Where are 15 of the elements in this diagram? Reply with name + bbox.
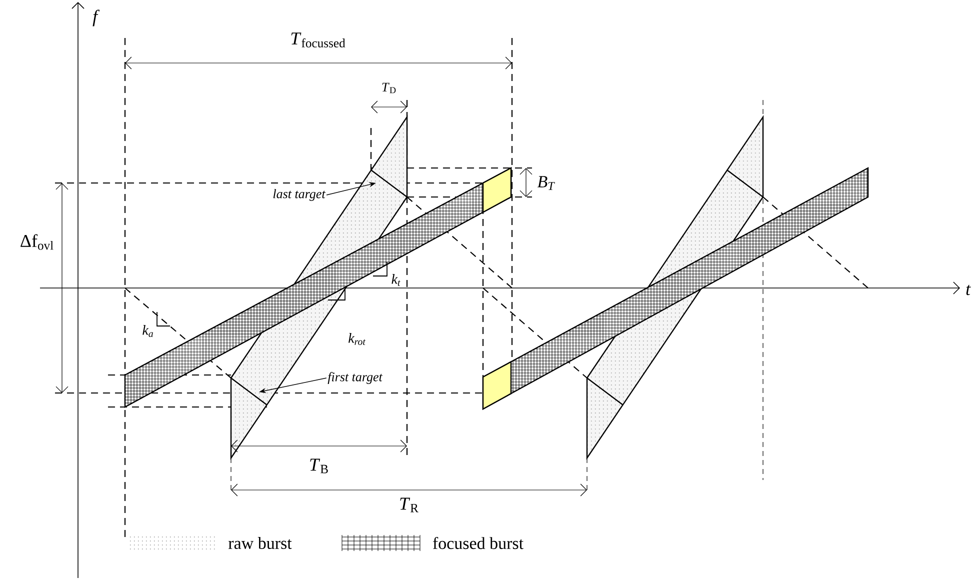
symbol-label: k$_{rot}$ <box>348 333 366 345</box>
target-label: first target <box>328 372 383 384</box>
symbol-label: f <box>92 10 100 26</box>
symbol-label: k$_{t}$ <box>392 274 400 286</box>
legend-label: raw burst <box>228 537 292 549</box>
legend-label: focused burst <box>432 536 524 550</box>
symbol-label: t <box>966 284 971 296</box>
symbol-label: T$_{focussed}$ <box>291 32 346 48</box>
symbol-label: Δf$_{ovl}$ <box>20 234 54 250</box>
symbol-label: T$_{R}$ <box>400 498 418 512</box>
target-label: last target <box>273 189 326 201</box>
symbol-label: k$_{a}$ <box>142 325 153 337</box>
symbol-label: B$_{T}$ <box>537 176 555 190</box>
symbol-label: T$_{B}$ <box>310 458 328 474</box>
symbol-label: T$_{D}$ <box>382 82 396 94</box>
